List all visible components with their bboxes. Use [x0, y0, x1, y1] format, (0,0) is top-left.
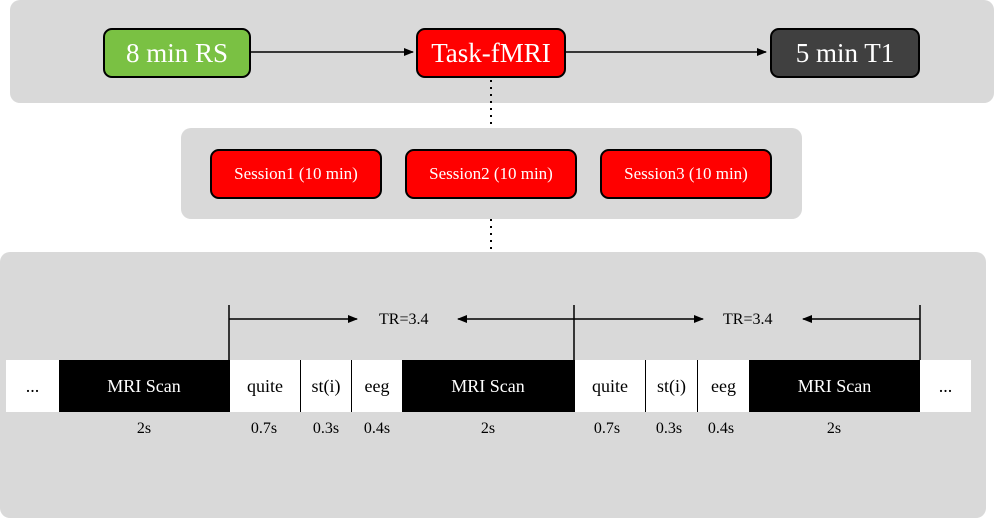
timeline-st-1: st(i): [300, 360, 351, 412]
timeline-eeg-1: eeg: [351, 360, 402, 412]
duration-eeg-2: 0.4s: [707, 420, 735, 437]
duration-scan-2: 2s: [480, 420, 496, 437]
session-3-box: Session3 (10 min): [600, 149, 772, 199]
duration-scan-1: 2s: [136, 420, 152, 437]
timeline-mri-scan-2: MRI Scan: [402, 360, 574, 412]
session-2-box: Session2 (10 min): [405, 149, 577, 199]
timeline-ellipsis-end: ...: [920, 360, 971, 412]
duration-quite-1: 0.7s: [250, 420, 278, 437]
duration-st-2: 0.3s: [655, 420, 683, 437]
timeline-st-2: st(i): [645, 360, 697, 412]
duration-eeg-1: 0.4s: [363, 420, 391, 437]
session-1-box: Session1 (10 min): [210, 149, 382, 199]
timeline-mri-scan-3: MRI Scan: [749, 360, 920, 412]
timeline-quite-2: quite: [574, 360, 645, 412]
timeline-ellipsis-start: ...: [6, 360, 59, 412]
tr-label-1: TR=3.4: [379, 311, 429, 328]
duration-st-1: 0.3s: [312, 420, 340, 437]
duration-quite-2: 0.7s: [593, 420, 621, 437]
duration-scan-3: 2s: [826, 420, 842, 437]
timeline-mri-scan-1: MRI Scan: [59, 360, 229, 412]
timeline-quite-1: quite: [229, 360, 300, 412]
timeline-eeg-2: eeg: [697, 360, 749, 412]
phase-t1-box: 5 min T1: [770, 28, 920, 78]
phase-rs-box: 8 min RS: [103, 28, 251, 78]
tr-label-2: TR=3.4: [723, 311, 773, 328]
phase-task-fmri-box: Task-fMRI: [416, 28, 566, 78]
